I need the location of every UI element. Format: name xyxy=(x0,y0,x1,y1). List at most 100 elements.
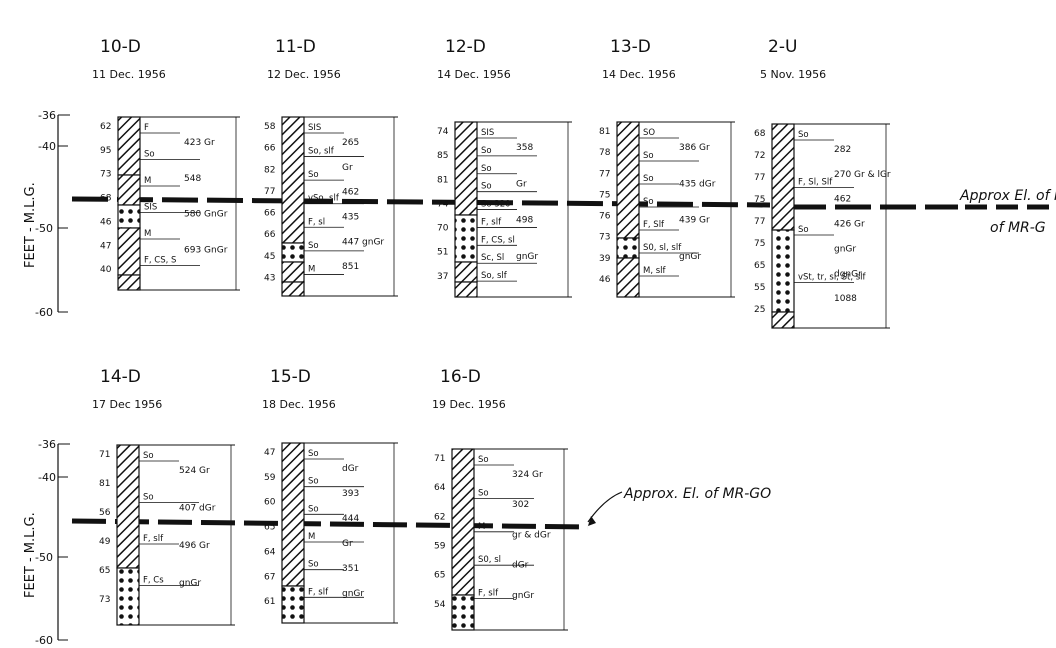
blow-count: 73 xyxy=(100,170,111,180)
blow-count: 81 xyxy=(99,479,110,489)
stratum-label: So, slf xyxy=(481,271,508,281)
color-value-label: gr & dGr xyxy=(512,530,551,540)
blow-count: 95 xyxy=(100,146,111,156)
blow-count: 71 xyxy=(434,454,445,464)
color-value-label: 282 xyxy=(834,145,851,155)
column-segment xyxy=(616,237,640,259)
blow-count: 25 xyxy=(754,305,765,315)
mr-go-note-top-2: of MR-G xyxy=(990,220,1046,236)
color-value-label: 426 Gr xyxy=(834,220,865,230)
blow-count: 74 xyxy=(437,127,449,137)
color-value-label: Gr xyxy=(516,179,527,189)
color-value-label: gnGr xyxy=(516,252,538,262)
column-segment xyxy=(281,242,305,263)
boring-date: 11 Dec. 1956 xyxy=(92,68,166,81)
blow-count: 62 xyxy=(434,512,445,522)
stratum-label: M, slf xyxy=(643,266,667,276)
color-value-label: 407 dGr xyxy=(179,504,216,514)
color-value-label: dgnGr xyxy=(834,269,862,279)
blow-count: 65 xyxy=(264,523,275,533)
stratum-label: So xyxy=(308,449,319,459)
stratum-label: So xyxy=(143,493,154,503)
tick-label: -36 xyxy=(38,109,56,122)
stratum-label: So xyxy=(308,170,319,180)
tick-label: -36 xyxy=(38,438,56,451)
depth-axis-top: -36 -40 -50 -60 FEET - M.L.G. xyxy=(23,109,70,319)
stratum-label: So xyxy=(481,164,492,174)
color-value-label: dGr xyxy=(342,464,359,474)
blow-count: 74 xyxy=(437,199,449,209)
mr-go-note-bottom: Approx. El. of MR-GO xyxy=(623,486,771,502)
blow-count: 77 xyxy=(754,173,765,183)
color-value-label: 351 xyxy=(342,564,359,574)
color-value-label: gnGr xyxy=(342,589,364,599)
color-value-label: 548 xyxy=(184,174,201,184)
depth-axis-bottom: -36 -40 -50 -60 FEET - M.L.G. xyxy=(23,438,70,647)
stratum-label: So xyxy=(478,455,489,465)
stratum-label: F, slf xyxy=(143,534,164,544)
stratum-label: So xyxy=(144,150,155,160)
blow-count: 78 xyxy=(599,148,611,158)
mr-go-reference-line-top xyxy=(71,196,1056,210)
blow-count: 81 xyxy=(599,127,610,137)
stratum-label: So xyxy=(643,151,654,161)
tick-label: -60 xyxy=(35,634,53,647)
color-value-label: gnGr xyxy=(512,591,534,601)
boring-id: 11-D xyxy=(275,37,316,57)
color-value-label: 435 xyxy=(342,213,359,223)
blow-count: 62 xyxy=(100,122,111,132)
stratum-label: M xyxy=(308,532,315,542)
blow-count: 73 xyxy=(599,233,610,243)
stratum-label: So xyxy=(143,451,154,461)
boring-id: 12-D xyxy=(445,37,486,57)
column-segment xyxy=(117,274,141,291)
stratum-label: So 320 xyxy=(481,200,511,210)
column-segment xyxy=(451,448,475,596)
stratum-label: So xyxy=(308,477,319,487)
stratum-label: M xyxy=(144,176,151,186)
boring-date: 14 Dec. 1956 xyxy=(437,68,511,81)
column-segment xyxy=(281,442,305,587)
blow-count: 85 xyxy=(437,151,448,161)
color-value-label: 386 Gr xyxy=(679,143,710,153)
boring-id: 13-D xyxy=(610,37,651,57)
column-segment xyxy=(281,261,305,283)
color-value-label: Gr xyxy=(342,539,353,549)
column-segment xyxy=(281,585,305,624)
blow-count: 47 xyxy=(264,448,275,458)
blow-count: 75 xyxy=(599,190,610,200)
stratum-label: S0, sl xyxy=(478,555,501,565)
stratum-label: F, Cs xyxy=(143,576,164,586)
stratum-label: SIS xyxy=(144,203,157,213)
stratum-label: SIS xyxy=(481,128,494,138)
boring-id: 2-U xyxy=(768,37,797,57)
leader-arrow xyxy=(588,516,596,526)
color-value-label: 324 Gr xyxy=(512,470,543,480)
stratum-label: Sc, Sl xyxy=(481,253,504,263)
blow-count: 75 xyxy=(754,195,765,205)
blow-count: 70 xyxy=(437,224,449,234)
blow-count: 68 xyxy=(754,129,766,139)
blow-count: 64 xyxy=(264,547,276,557)
column-segment xyxy=(771,229,795,313)
axis-label: FEET - M.L.G. xyxy=(23,512,38,598)
stratum-label: F, slf xyxy=(478,589,499,599)
blow-count: 59 xyxy=(434,542,446,552)
boring-date: 12 Dec. 1956 xyxy=(267,68,341,81)
color-value-label: 462 xyxy=(834,195,851,205)
blow-count: 81 xyxy=(437,175,448,185)
boring-date: 19 Dec. 1956 xyxy=(432,398,506,411)
blow-count: 76 xyxy=(599,212,611,222)
blow-count: 60 xyxy=(264,498,276,508)
blow-count: 72 xyxy=(754,151,765,161)
blow-count: 58 xyxy=(264,122,276,132)
color-value-label: 439 Gr xyxy=(679,216,710,226)
stratum-label: So xyxy=(643,174,654,184)
blow-count: 68 xyxy=(100,194,112,204)
color-value-label: gnGr xyxy=(679,252,701,262)
stratum-label: M xyxy=(308,264,315,274)
